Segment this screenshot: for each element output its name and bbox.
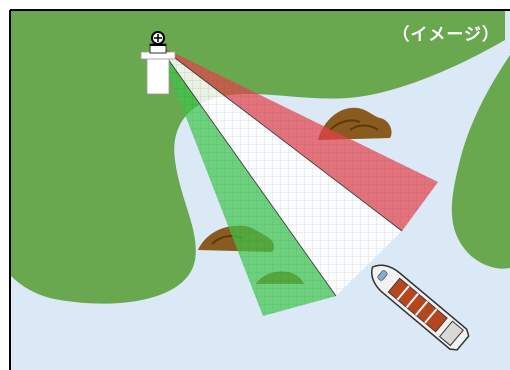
caption-label: （イメージ） [392, 20, 500, 45]
